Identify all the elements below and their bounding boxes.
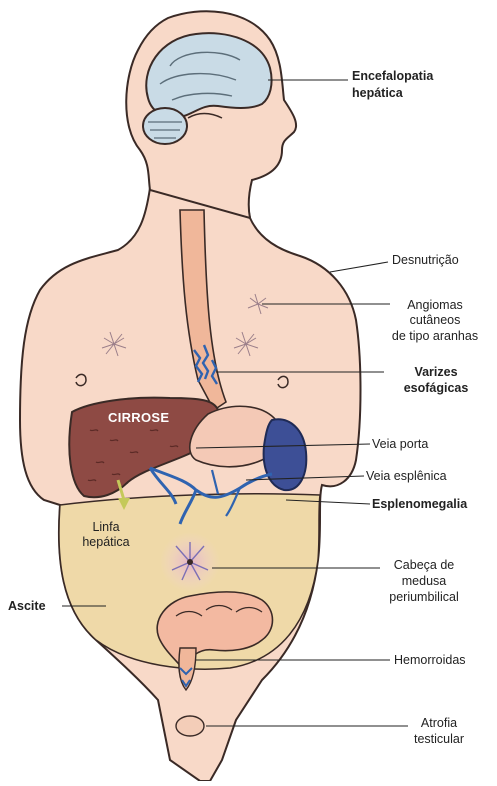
label-cirrose: CIRROSE (108, 410, 169, 425)
label-linfa-line1: Linfa (76, 520, 136, 535)
label-angiomas-line3: de tipo aranhas (380, 329, 490, 344)
label-veia-porta: Veia porta (372, 437, 428, 452)
label-varizes-line1: Varizes (386, 365, 486, 380)
label-encefalopatia-line2: hepática (352, 86, 403, 101)
label-esplenomegalia: Esplenomegalia (372, 497, 467, 512)
label-veia-esplenica: Veia esplênica (366, 469, 447, 484)
leader-desnutricao (330, 262, 388, 272)
label-atrofia-line2: testicular (396, 732, 482, 747)
label-hemorroidas: Hemorroidas (394, 653, 466, 668)
label-cabeca-medusa-line3: periumbilical (376, 590, 472, 605)
testicles (176, 716, 204, 736)
label-angiomas-line2: cutâneos (390, 313, 480, 328)
brain (146, 33, 271, 117)
label-angiomas-line1: Angiomas (390, 298, 480, 313)
label-desnutricao: Desnutrição (392, 253, 459, 268)
label-ascite: Ascite (8, 599, 46, 614)
label-cabeca-medusa-line2: medusa (384, 574, 464, 589)
label-encefalopatia-line1: Encefalopatia (352, 69, 433, 84)
label-atrofia-line1: Atrofia (404, 716, 474, 731)
label-varizes-line2: esofágicas (386, 381, 486, 396)
label-cabeca-medusa-line1: Cabeça de (384, 558, 464, 573)
label-linfa-line2: hepática (70, 535, 142, 550)
